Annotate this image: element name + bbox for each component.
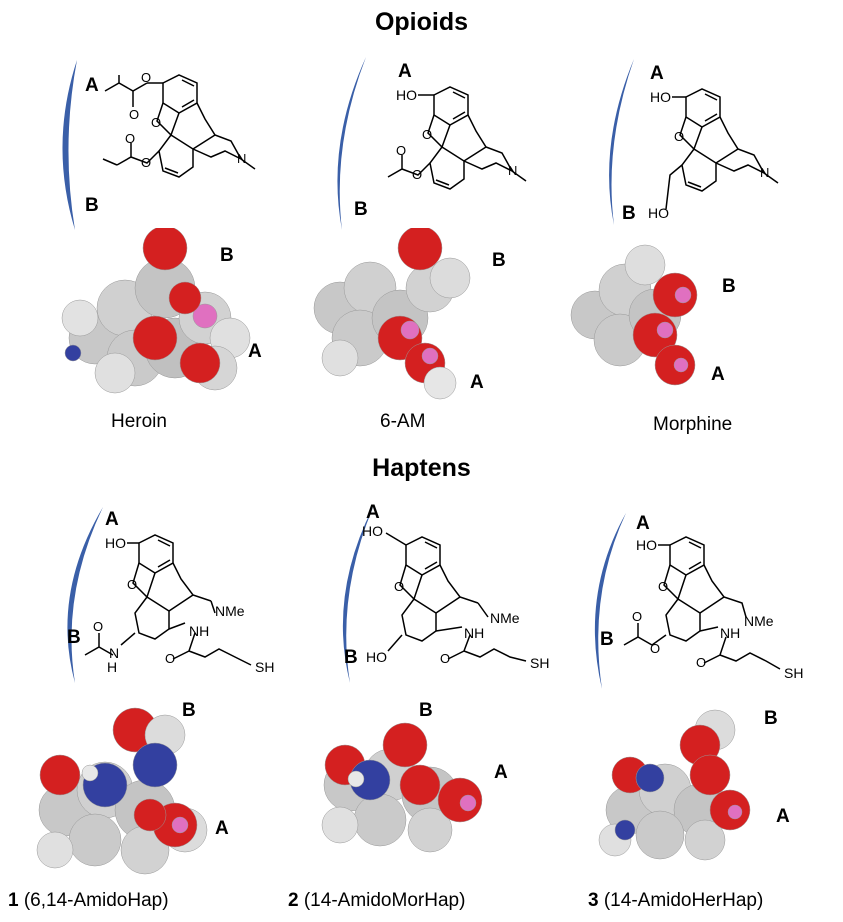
hapten-1-space-filling-model: [36, 707, 208, 875]
model-site-b-label: B: [492, 250, 506, 271]
compound-number: 1: [8, 890, 19, 911]
binding-pocket-bracket: [337, 57, 366, 230]
model-site-a-label: A: [248, 341, 262, 362]
amide-h-label: H: [107, 659, 118, 675]
o-atom: O: [696, 655, 706, 670]
nme-label: NMe: [215, 603, 245, 619]
nme-label: NMe: [490, 610, 520, 626]
haptens-title: Haptens: [372, 454, 471, 482]
model-site-b-label: B: [182, 700, 196, 721]
hapten-2-space-filling-model: [321, 722, 483, 853]
o-atom: O: [674, 129, 684, 144]
binding-pocket-bracket: [609, 59, 634, 225]
nh-label: NH: [720, 625, 741, 641]
6am-skeleton: O O O N: [387, 86, 527, 190]
compound-number: 2: [288, 890, 299, 911]
heroin-caption: Heroin: [111, 411, 167, 432]
hapten-1-caption: 1 (6,14-AmidoHap): [8, 890, 169, 912]
compound-name: (14-AmidoHerHap): [603, 890, 764, 911]
o-atom: O: [129, 107, 139, 122]
hapten-2-skeleton: O O: [385, 532, 527, 666]
hapten-1-structure: A B HO NMe NH N H SH O O O: [55, 505, 315, 730]
nme-label: NMe: [744, 613, 774, 629]
hapten-3-caption: 3 (14-AmidoHerHap): [588, 890, 763, 912]
site-a-label: A: [105, 509, 119, 530]
site-b-label: B: [354, 199, 368, 220]
hapten-3-skeleton: O O O O: [623, 536, 781, 670]
model-site-b-label: B: [419, 700, 433, 721]
n-atom: N: [237, 151, 246, 166]
n-atom: N: [760, 165, 769, 180]
site-a-label: A: [398, 61, 412, 82]
site-a-label: A: [366, 502, 380, 523]
hydroxyl-label: HO: [636, 537, 657, 553]
heroin-structure: A B O O O O O N: [55, 55, 315, 280]
binding-pocket-bracket: [67, 507, 103, 683]
heroin-space-filling-model: [61, 228, 251, 394]
hydroxyl-label: HO: [366, 649, 387, 665]
o-atom: O: [632, 609, 642, 624]
hydroxyl-label: HO: [650, 89, 671, 105]
thiol-label: SH: [530, 655, 550, 671]
hapten-2-structure: A B HO HO NMe NH SH O O: [330, 502, 590, 730]
binding-pocket-bracket: [62, 60, 77, 230]
compound-number: 3: [588, 890, 599, 911]
site-b-label: B: [600, 629, 614, 650]
o-atom: O: [93, 619, 103, 634]
opioids-title: Opioids: [374, 8, 469, 36]
hydroxyl-label: HO: [396, 87, 417, 103]
site-b-label: B: [622, 203, 636, 224]
morphine-caption: Morphine: [653, 414, 733, 435]
hapten-3-structure: A B HO NMe NH SH O O O O: [580, 505, 840, 730]
6am-space-filling-model: [313, 228, 471, 400]
site-b-label: B: [67, 627, 81, 648]
o-atom: O: [141, 155, 151, 170]
morphine-space-filling-model: [570, 244, 698, 386]
model-site-b-label: B: [764, 708, 778, 729]
o-atom: O: [125, 131, 135, 146]
o-atom: O: [141, 70, 151, 85]
o-atom: O: [440, 651, 450, 666]
hapten-3-space-filling-model: [598, 709, 751, 861]
site-a-label: A: [85, 75, 99, 96]
6am-structure: A B HO O O O N: [330, 55, 590, 280]
heroin-skeleton: O O O O O N: [102, 70, 256, 178]
model-site-a-label: A: [776, 806, 790, 827]
model-site-a-label: A: [711, 364, 725, 385]
6am-caption: 6-AM: [380, 411, 426, 432]
o-atom: O: [151, 115, 161, 130]
model-site-a-label: A: [494, 762, 508, 783]
o-atom: O: [650, 641, 660, 656]
binding-pocket-bracket: [342, 505, 374, 683]
site-a-label: A: [650, 63, 664, 84]
o-atom: O: [394, 579, 404, 594]
hydroxyl-label: HO: [648, 205, 669, 221]
site-b-label: B: [344, 647, 358, 668]
model-site-a-label: A: [215, 818, 229, 839]
compound-name: (6,14-AmidoHap): [23, 890, 169, 911]
hapten-2-caption: 2 (14-AmidoMorHap): [288, 890, 465, 912]
o-atom: O: [658, 579, 668, 594]
morphine-structure: A B HO HO O N: [600, 55, 843, 280]
site-b-label: B: [85, 195, 99, 216]
o-atom: O: [412, 167, 422, 182]
site-a-label: A: [636, 513, 650, 534]
binding-pocket-bracket: [594, 513, 626, 689]
o-atom: O: [127, 577, 137, 592]
model-site-b-label: B: [722, 276, 736, 297]
o-atom: O: [165, 651, 175, 666]
model-site-a-label: A: [470, 372, 484, 393]
o-atom: O: [422, 127, 432, 142]
compound-name: (14-AmidoMorHap): [303, 890, 466, 911]
o-atom: O: [396, 143, 406, 158]
model-site-b-label: B: [220, 245, 234, 266]
hydroxyl-label: HO: [105, 535, 126, 551]
amide-n-label: N: [109, 645, 120, 661]
hydroxyl-label: HO: [362, 523, 383, 539]
thiol-label: SH: [784, 665, 804, 681]
thiol-label: SH: [255, 659, 275, 675]
hapten-1-skeleton: O O O: [84, 534, 252, 666]
n-atom: N: [508, 163, 517, 178]
morphine-skeleton: O N: [665, 88, 779, 210]
